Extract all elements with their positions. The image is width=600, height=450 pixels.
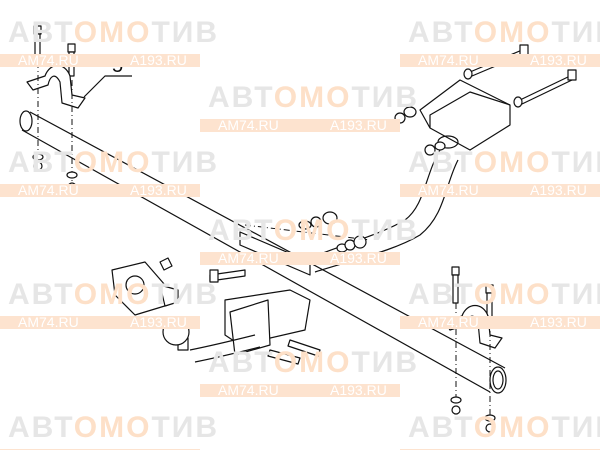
part-callout-label: 5 bbox=[112, 55, 123, 77]
socket-plate bbox=[111, 257, 179, 316]
tow-ball bbox=[162, 318, 190, 351]
left-clamp-assembly: 5 bbox=[26, 25, 132, 192]
hitch-bolts bbox=[209, 224, 371, 365]
center-fasteners bbox=[298, 106, 446, 253]
right-clamp-assembly bbox=[444, 266, 503, 433]
